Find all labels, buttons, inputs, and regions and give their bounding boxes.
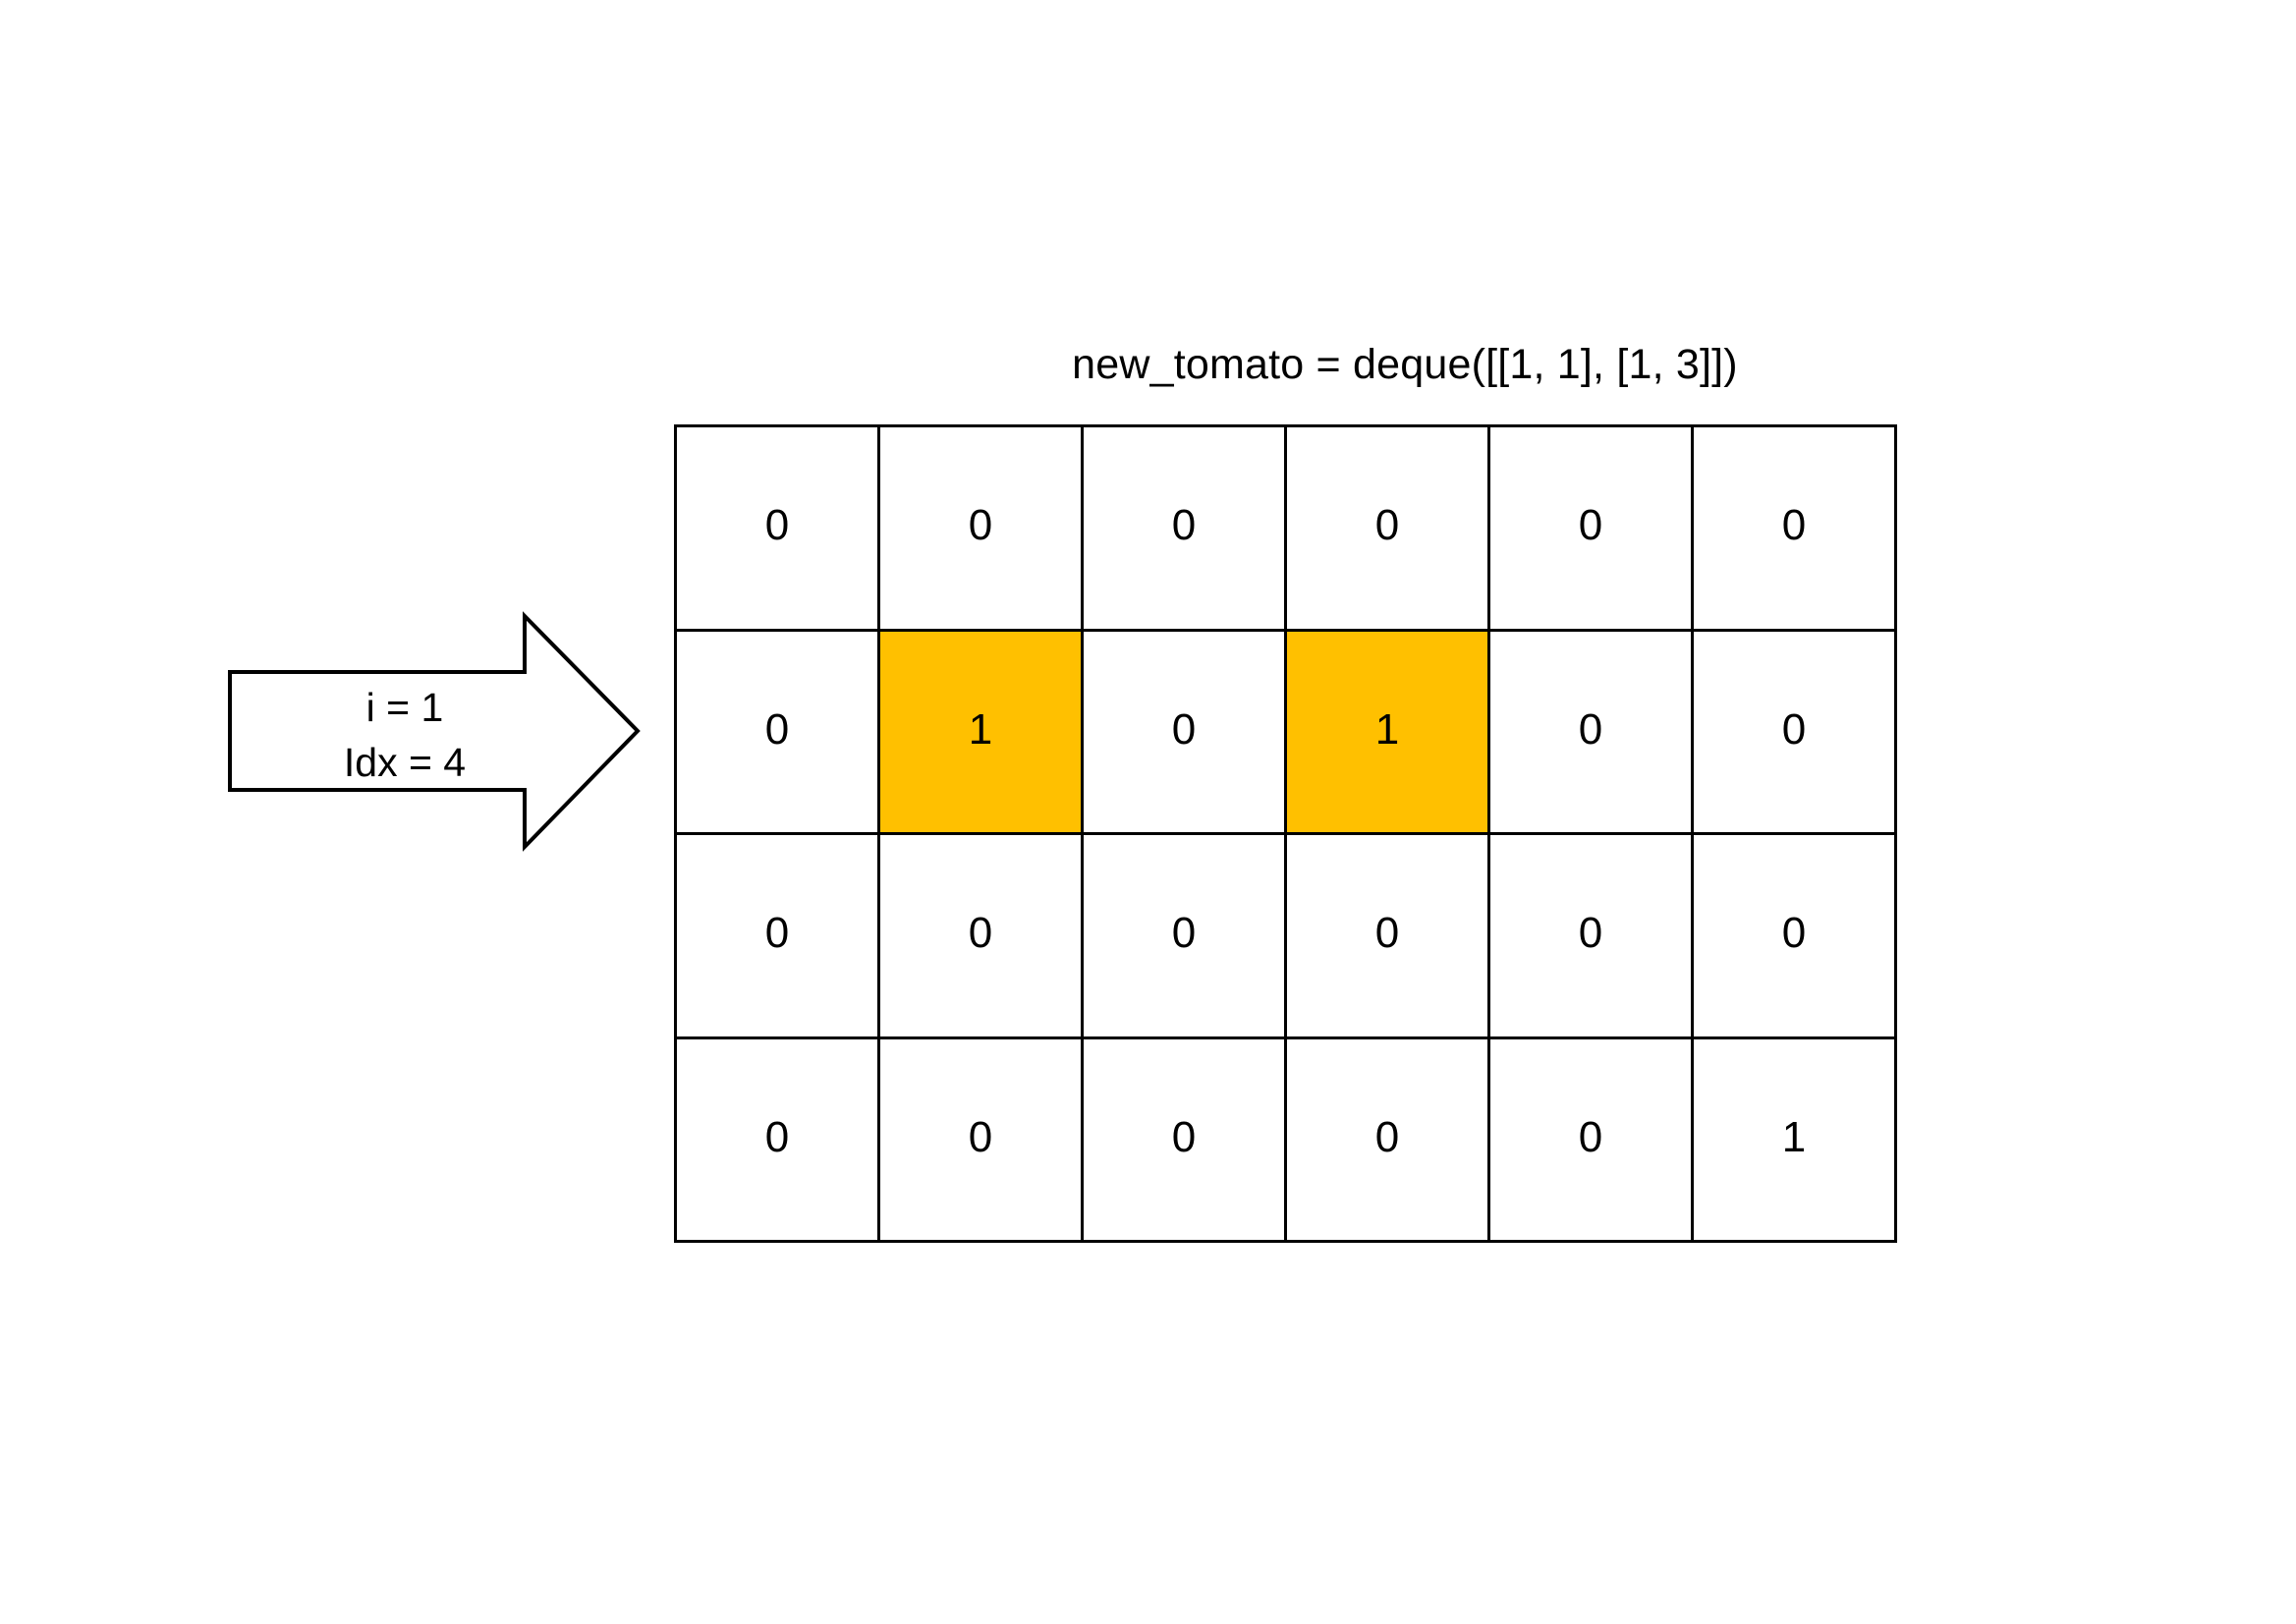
grid-cell-value: 0 (968, 909, 993, 958)
grid-cell-value: 1 (968, 704, 993, 754)
grid-cell-value: 0 (1374, 909, 1400, 958)
grid-cell: 0 (1694, 835, 1897, 1039)
step-arrow: i = 1 Idx = 4 (228, 611, 641, 852)
grid-cell: 0 (880, 427, 1084, 632)
grid-cell-value: 0 (1578, 909, 1603, 958)
grid-cell: 0 (677, 427, 880, 632)
grid-cell-value: 0 (1374, 501, 1400, 550)
grid-cell: 0 (1084, 1038, 1287, 1243)
grid-cell-value: 1 (1781, 1112, 1807, 1161)
diagram-title: new_tomato = deque([[1, 1], [1, 3]]) (1072, 341, 1738, 388)
grid-cell-value: 1 (1374, 704, 1400, 754)
grid-cell: 0 (1490, 835, 1694, 1039)
grid-cell: 0 (1084, 427, 1287, 632)
grid-cell-value: 0 (1374, 1112, 1400, 1161)
grid-cell-value: 0 (1781, 704, 1807, 754)
grid-cell: 1 (1694, 1038, 1897, 1243)
grid-cell-value: 0 (1171, 704, 1197, 754)
grid-cell-value: 0 (764, 501, 790, 550)
grid-cell-value: 0 (764, 909, 790, 958)
grid-cell: 0 (677, 1038, 880, 1243)
grid-cell: 1 (880, 631, 1084, 835)
grid-cell: 0 (1694, 631, 1897, 835)
grid-cell: 0 (880, 1038, 1084, 1243)
grid-cell-value: 0 (764, 1112, 790, 1161)
grid-cell: 0 (1287, 427, 1490, 632)
grid-cell-value: 0 (968, 501, 993, 550)
grid-cell-value: 0 (1578, 704, 1603, 754)
grid-cell: 0 (677, 835, 880, 1039)
grid-cell: 0 (1084, 631, 1287, 835)
arrow-label-line-2: Idx = 4 (343, 740, 467, 785)
grid-cell-value: 0 (1781, 501, 1807, 550)
grid-cell-value: 0 (1171, 909, 1197, 958)
grid-cell: 1 (1287, 631, 1490, 835)
grid-cell-value: 0 (764, 704, 790, 754)
arrow-label-line-1: i = 1 (365, 685, 444, 730)
grid-cell: 0 (677, 631, 880, 835)
grid-cell: 0 (880, 835, 1084, 1039)
grid-cell: 0 (1287, 1038, 1490, 1243)
grid-cell: 0 (1490, 631, 1694, 835)
arrow-label: i = 1 Idx = 4 (228, 680, 582, 790)
grid-cell-value: 0 (1171, 1112, 1197, 1161)
tomato-grid: 0 0 0 0 0 0 0 1 0 1 0 0 0 0 0 0 0 0 0 0 0 0 0 1 (674, 424, 1897, 1243)
grid-cell-value: 0 (1578, 1112, 1603, 1161)
grid-cell: 0 (1694, 427, 1897, 632)
grid-cell: 0 (1490, 1038, 1694, 1243)
grid-cell-value: 0 (1171, 501, 1197, 550)
grid-cell-value: 0 (1578, 501, 1603, 550)
grid-cell-value: 0 (968, 1112, 993, 1161)
right-arrow-icon (228, 611, 641, 852)
grid-cell: 0 (1287, 835, 1490, 1039)
grid-cell: 0 (1490, 427, 1694, 632)
grid-cell: 0 (1084, 835, 1287, 1039)
grid-cell-value: 0 (1781, 909, 1807, 958)
